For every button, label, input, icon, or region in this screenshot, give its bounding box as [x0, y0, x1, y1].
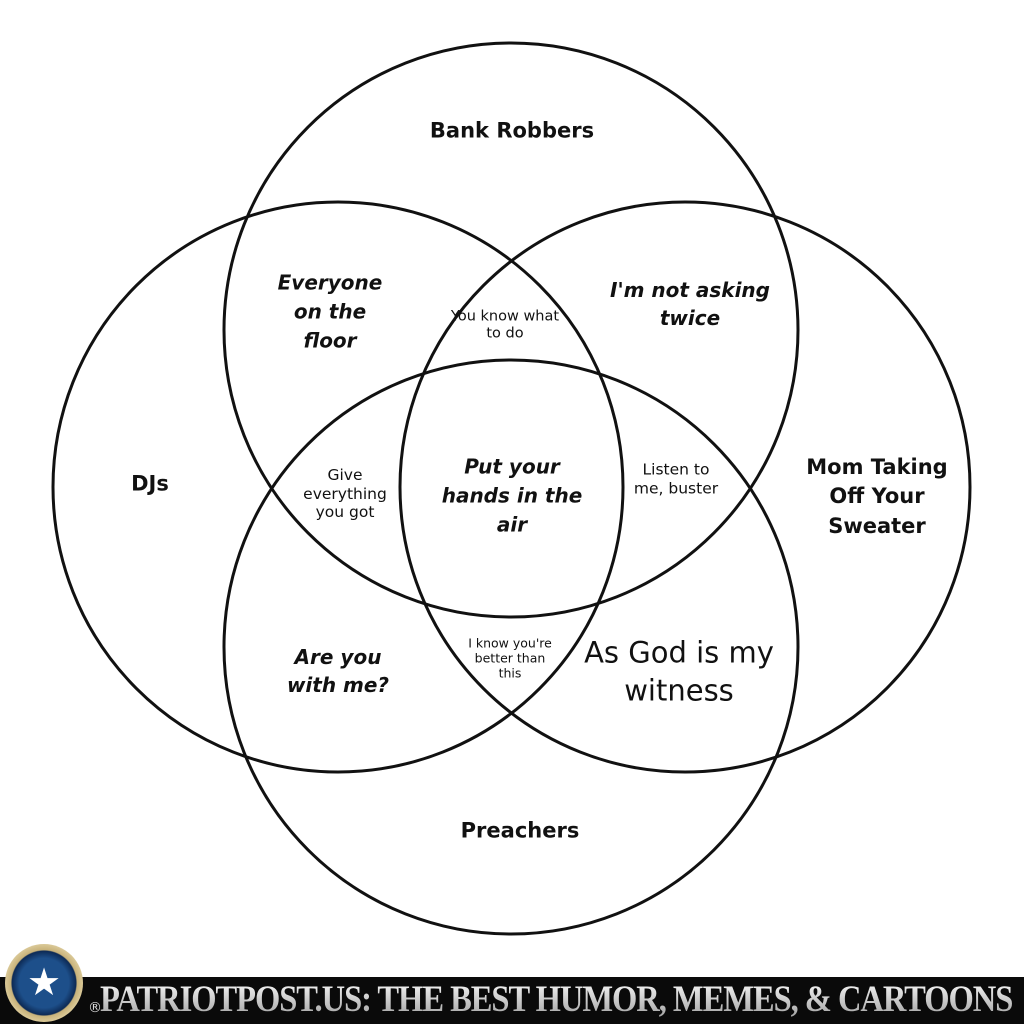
- region-everyone-on-the-floor: Everyone on the floor: [277, 270, 383, 353]
- circle-preachers: [222, 358, 800, 936]
- footer-text: PATRIOTPOST.US: THE BEST HUMOR, MEMES, &…: [100, 979, 1013, 1020]
- set-label-mom: Mom Taking Off Your Sweater: [806, 454, 948, 538]
- registered-mark: ®: [88, 1000, 102, 1016]
- patriot-post-seal-logo: ★: [5, 944, 83, 1022]
- region-listen-to-me: Listen to me, buster: [633, 460, 719, 497]
- star-icon: ★: [26, 960, 62, 1004]
- region-are-you-with-me: Are you with me?: [286, 645, 390, 697]
- circle-djs: [51, 200, 625, 774]
- set-label-preachers: Preachers: [460, 818, 580, 843]
- set-label-bank-robbers: Bank Robbers: [429, 118, 595, 143]
- circle-bank-robbers: [222, 41, 800, 619]
- region-better-than-this: I know you're better than this: [468, 635, 552, 681]
- circle-mom: [398, 200, 972, 774]
- region-as-god-is-my-witness: As God is my witness: [584, 635, 774, 707]
- region-not-asking-twice: I'm not asking twice: [610, 278, 770, 330]
- region-you-know-what-to-do: You know what to do: [450, 308, 560, 342]
- footer-banner: [0, 977, 1024, 1024]
- region-give-everything: Give everything you got: [303, 466, 387, 522]
- region-put-your-hands: Put your hands in the air: [441, 454, 583, 537]
- set-label-djs: DJs: [131, 471, 169, 496]
